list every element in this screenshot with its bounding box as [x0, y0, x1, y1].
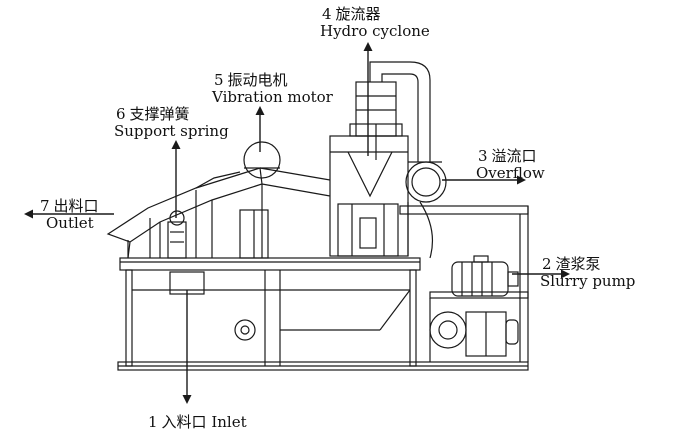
label-en: Overflow	[476, 164, 545, 182]
label-en: Slurry pump	[540, 272, 636, 290]
leader-arrows	[24, 42, 570, 404]
label-cn: 支撑弹簧	[129, 105, 190, 123]
vibration-motor	[239, 141, 281, 259]
label-cn: 渣浆泵	[555, 255, 601, 273]
label-en: Support spring	[114, 122, 229, 140]
label-number: 7	[40, 197, 50, 215]
label-number: 5	[214, 71, 224, 89]
label-number: 3	[478, 147, 488, 165]
label-number: 6	[116, 105, 126, 123]
support-spring	[167, 210, 187, 259]
label-en: Hydro cyclone	[320, 22, 430, 40]
label-cn: 入料口	[161, 413, 207, 431]
slurry-pump	[429, 255, 519, 357]
label-en: Vibration motor	[212, 88, 333, 106]
cyclone-tank	[329, 61, 447, 259]
label-cn: 旋流器	[335, 5, 381, 23]
label-number: 4	[322, 5, 332, 23]
label-cn: 出料口	[53, 197, 99, 215]
label-number: 2	[542, 255, 552, 273]
label-cn: 溢流口	[491, 147, 537, 165]
label-cn: 振动电机	[227, 71, 288, 89]
label-en: Outlet	[46, 214, 94, 232]
label-number: 1	[148, 413, 158, 431]
screen-deck	[106, 167, 331, 259]
label-en: Inlet	[211, 413, 247, 431]
